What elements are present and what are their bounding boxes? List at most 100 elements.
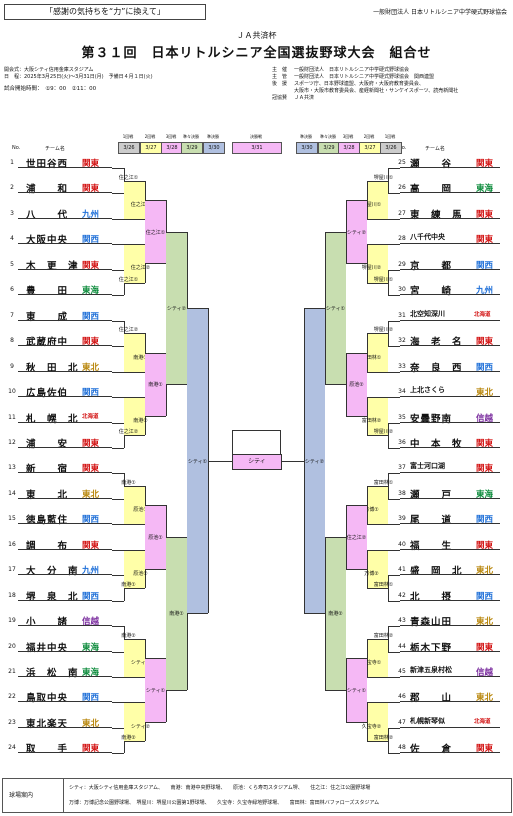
venue-label: 堺屋川① [361,201,382,208]
info-right-text: 大阪市・大阪市教育委員会、産経新聞社・サンケイスポーツ、読売新聞社 [294,88,459,94]
bracket-line [388,320,389,347]
team-name: 奈 良 西 [410,362,463,374]
round-shade [124,549,145,588]
bracket-line [346,352,347,417]
bracket-line [367,549,400,551]
bracket-line [388,727,389,754]
round-label: 2回戦 [363,134,375,139]
venue-label: 原池① [148,535,163,542]
team-name: 福 生 [410,540,453,552]
legend-line-2: 万博：万博記念公園野球場、 堺屋川：堺屋川公園第1野球場、 久宝寺：久宝寺緑地野… [69,800,380,806]
venue-legend: 球場案内 シティ：大阪シティ信用金庫スタジアム、 南港：南港中央野球場、 原池：… [2,778,512,813]
team-region: 関東 [476,337,494,348]
tournament-title: 第３１回 日本リトルシニア全国選抜野球大会 組合せ [81,46,432,61]
bracket-line [112,269,124,271]
team-name: 東 成 [26,311,69,323]
team-region: 関東 [82,540,100,551]
round-label: 準々決勝 [183,134,199,139]
round-date: 3/29 [181,142,203,154]
venue-label: 富田林② [361,418,382,425]
bracket-line [346,505,367,507]
venue-label: 富田林① [373,581,394,588]
bracket-line [367,702,368,741]
bracket-line [112,702,145,704]
bracket-line [304,613,325,615]
team-region: 関西 [82,388,100,399]
slogan-box: 「感謝の気持ちを“力”に換えて」 [4,4,206,20]
final-venue: シティ [232,453,282,470]
bracket-line [367,587,388,589]
team-underline [18,701,112,703]
bracket-line [124,282,145,284]
team-name: 北 摂 [410,591,453,603]
team-number: 29 [398,260,406,268]
bracket-line [124,638,145,640]
team-number: 16 [8,540,16,548]
bracket-line [346,568,367,570]
round-date: 3/27 [359,142,381,154]
bracket-line [112,218,145,220]
team-name: 秋 田 北 [26,362,79,374]
round-shade [166,537,187,690]
team-number: 41 [398,566,406,574]
bracket-line [124,333,145,335]
round-date: 3/26 [380,142,402,154]
venue-label: 原池② [133,570,148,577]
info-right-row: 後 援スポーツ庁、日本野球連盟、大阪府・大阪府教育委員会、 [272,81,458,88]
team-underline [18,650,112,652]
legend-line-1: シティ：大阪シティ信用金庫スタジアム、 南港：南港中央野球場、 原池：くら寿司ス… [69,785,371,791]
team-underline [18,676,112,677]
venue-label: 南港① [169,611,184,618]
bracket-line [112,600,124,602]
bracket-line [124,180,145,182]
info-right-text: ＪＡ共済 [294,95,315,101]
team-underline [400,345,500,347]
round-date: 3/27 [140,142,162,154]
bracket-line [124,587,145,589]
bracket-line [388,626,389,652]
bracket-line [124,435,145,437]
team-underline [400,268,500,270]
round-shade [367,549,388,588]
info-right-row: 大阪市・大阪市教育委員会、産経新聞社・サンケイスポーツ、読売新聞社 [272,88,458,95]
bracket-line [166,537,187,539]
bracket-line [112,753,124,755]
bracket-line [367,333,368,372]
bracket-line [388,346,400,348]
round-shade [145,352,166,417]
team-name: 調 布 [26,540,69,552]
team-name: 八 代 [26,209,69,221]
bracket-line [388,753,400,755]
team-number: 21 [8,668,16,675]
bracket-line [367,371,400,373]
team-underline [18,192,112,194]
team-region: 東北 [82,718,100,729]
team-name: 尾 道 [410,515,453,527]
final-date: 3/31 [232,142,282,154]
bracket-line [112,498,124,500]
team-name: 富士河口湖 [410,462,445,471]
info-right-text: 一般財団法人 日本リトルシニア中学硬式野球協会 関西連盟 [294,74,435,80]
team-name: 東 練 馬 [410,209,463,221]
bracket-line [367,282,388,284]
team-region: 東北 [476,693,494,704]
round-shade [367,702,388,741]
bracket-line [367,638,388,640]
round-shade [124,638,145,677]
round-label: 3回戦 [165,134,177,139]
team-underline [18,625,112,627]
bracket-line [112,549,145,551]
bracket-line [145,352,166,354]
team-underline [400,319,500,321]
team-region: 九州 [476,286,494,297]
bracket-line [388,600,400,602]
bracket-line [112,168,124,169]
team-name: 盛 岡 北 [410,566,463,578]
team-underline [400,574,500,576]
team-name: 高 岡 [410,184,453,196]
team-number: 20 [8,642,16,650]
bracket-line [388,651,400,653]
bracket-line [346,199,367,201]
bracket-line [367,486,388,488]
team-number: 19 [8,617,16,625]
